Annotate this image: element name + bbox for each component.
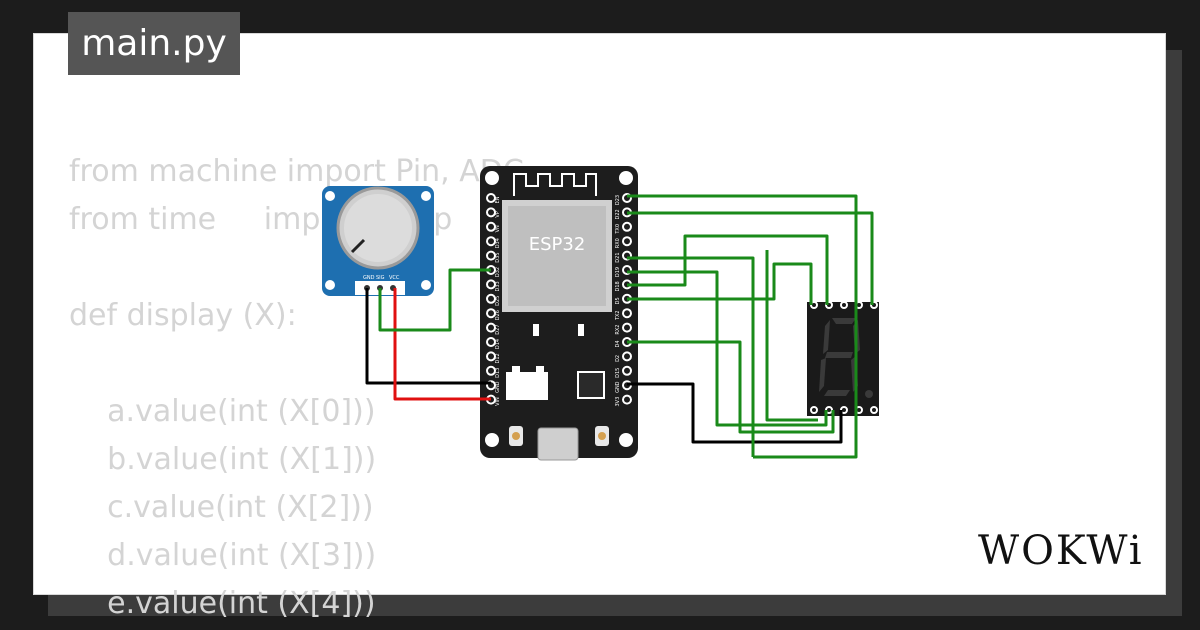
esp32-left-pin-d35[interactable]	[486, 250, 496, 261]
antenna-icon	[513, 173, 597, 196]
esp32-left-pin-en[interactable]	[486, 193, 496, 203]
esp32-right-pin-d23[interactable]	[622, 193, 632, 203]
code-line: c.value(int (X[2]))	[69, 490, 374, 525]
esp32-right-pin-rx0[interactable]	[622, 236, 632, 247]
esp32-right-pin-label: D21	[615, 252, 621, 262]
esp32-chip-label: ESP32	[529, 234, 586, 255]
esp32-left-pin-label: VN	[495, 225, 501, 232]
esp32-left-pin-label: GND	[495, 381, 501, 393]
esp32-left-pin-label: D14	[495, 339, 501, 349]
pot-pin-label: VCC	[389, 275, 400, 281]
esp32-left-pin-label: D33	[495, 281, 501, 291]
esp32-left-pin-d13[interactable]	[486, 365, 496, 376]
code-line: def display (X):	[69, 298, 297, 333]
esp32-right-pin-label: D18	[615, 281, 621, 291]
wire-sig	[378, 268, 491, 332]
esp32-left-pin-d25[interactable]	[486, 293, 496, 304]
wire-seg	[627, 262, 813, 305]
esp32-left-pin-d26[interactable]	[486, 308, 496, 319]
esp32-left-pin-d27[interactable]	[486, 322, 496, 333]
wire-vcc	[393, 288, 491, 401]
wire-seg	[627, 270, 828, 427]
wire-display-gnd	[627, 382, 843, 444]
code-line: b.value(int (X[1]))	[69, 442, 377, 477]
esp32-right-pin-label: GND	[615, 381, 621, 393]
esp32-right-pin-d2[interactable]	[622, 351, 632, 362]
esp32-right-pin-label: TX2	[615, 310, 621, 321]
wires	[365, 194, 874, 459]
esp32-left-pin-label: D26	[495, 310, 501, 320]
esp32-left-pin-vp[interactable]	[486, 207, 496, 218]
esp32-right-pin-tx2[interactable]	[622, 308, 632, 319]
knob-indicator	[350, 238, 366, 254]
wire-seg	[627, 211, 874, 305]
esp32-left-pin-label: D35	[495, 252, 501, 262]
esp32-left-pin-label: D27	[495, 324, 501, 334]
esp32-right-pin-3v3[interactable]	[622, 394, 632, 405]
file-tab[interactable]: main.py	[68, 12, 240, 75]
esp32-left-pin-label: D34	[495, 238, 501, 248]
wire-seg	[627, 340, 835, 434]
wokwi-logo: WOKWi	[978, 528, 1144, 574]
esp32-right-pin-label: D4	[615, 340, 621, 347]
wire-seg	[627, 194, 858, 459]
pot-pin-label: GND	[363, 275, 375, 281]
esp32-right-pin-tx0[interactable]	[622, 221, 632, 232]
esp32-right-pin-d19[interactable]	[622, 265, 632, 275]
esp32-left-pin-label: D12	[495, 353, 501, 363]
esp32-left-pin-d12[interactable]	[486, 351, 496, 362]
esp32-board[interactable]: ESP32 ENVPVND34D35D32D33D25D26D27D14D12D…	[480, 166, 638, 461]
esp32-left-pin-label: D32	[495, 267, 501, 277]
esp32-right-pin-d15[interactable]	[622, 365, 632, 376]
pot-pin-label: SIG	[376, 275, 385, 281]
esp32-right-pin-label: D15	[615, 368, 621, 378]
esp32-left-pin-label: D25	[495, 296, 501, 306]
esp32-right-pin-label: D5	[615, 297, 621, 304]
esp32-left-pin-d33[interactable]	[486, 279, 496, 290]
esp32-left-pin-vn[interactable]	[486, 221, 496, 232]
esp32-right-pin-label: RX0	[615, 238, 621, 248]
code-editor: from machine import Pin, ADC from time i…	[69, 152, 524, 621]
esp32-left-pin-label: VP	[495, 211, 501, 217]
wire-seg	[627, 256, 755, 457]
wire-seg	[627, 234, 829, 305]
code-line: d.value(int (X[3]))	[69, 538, 377, 573]
wire-gnd	[365, 288, 491, 385]
potentiometer[interactable]: GND SIG VCC	[322, 186, 434, 296]
esp32-right-pin-label: TX0	[615, 224, 621, 235]
esp32-right-pin-label: D22	[615, 209, 621, 219]
seven-segment-display[interactable]	[807, 301, 879, 416]
code-line: a.value(int (X[0]))	[69, 394, 376, 429]
esp32-right-pin-label: RX2	[615, 325, 621, 335]
esp32-left-pin-label: VIN	[495, 397, 501, 406]
esp32-right-pin-label: 3V3	[615, 397, 621, 407]
esp32-right-pin-label: D19	[615, 267, 621, 277]
esp32-right-pin-d21[interactable]	[622, 250, 632, 261]
esp32-left-pin-label: D13	[495, 368, 501, 378]
esp32-left-pin-label: EN	[495, 196, 501, 203]
wire-seg	[765, 250, 818, 422]
esp32-right-pin-rx2[interactable]	[622, 322, 632, 333]
esp32-right-pin-label: D2	[615, 355, 621, 362]
esp32-left-pin-d34[interactable]	[486, 236, 496, 247]
usb-port	[537, 427, 579, 461]
esp32-left-pin-gnd[interactable]	[486, 380, 496, 391]
esp32-right-pin-label: D23	[615, 195, 621, 205]
esp32-left-pin-d14[interactable]	[486, 337, 496, 347]
code-line: e.value(int (X[4]))	[69, 586, 376, 621]
